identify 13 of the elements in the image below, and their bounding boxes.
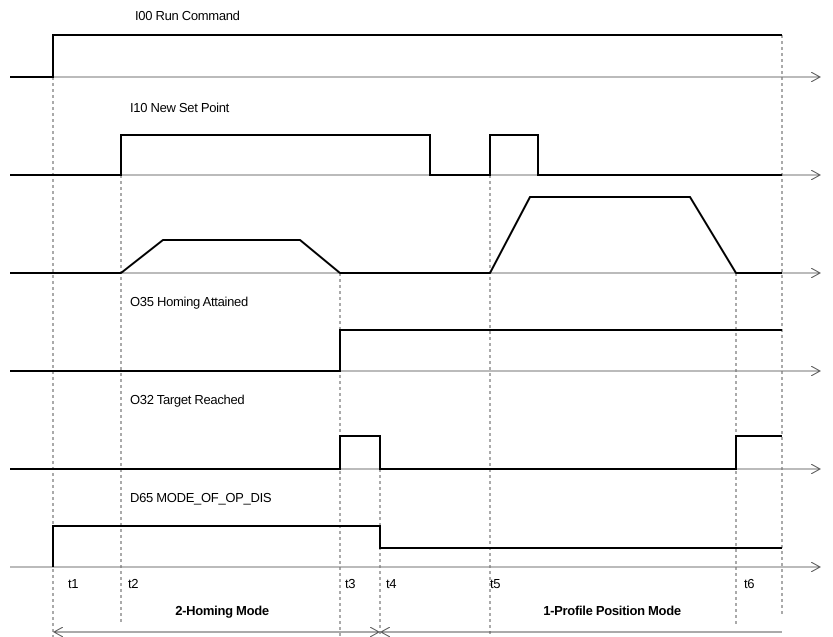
time-label: t3 [345,576,356,592]
signal-name: D65 MODE_OF_OP_DIS [130,490,272,506]
time-label: t6 [744,576,754,592]
time-label: t4 [386,576,396,592]
signal-name: O32 Target Reached [130,392,244,408]
mode-label: 2-Homing Mode [175,603,269,619]
signal-name: O35 Homing Attained [130,294,248,310]
signal-name: I00 Run Command [135,8,240,24]
time-label: t5 [490,576,500,592]
mode-label: 1-Profile Position Mode [543,603,681,619]
signal-name: I10 New Set Point [130,100,229,116]
time-label: t2 [128,576,138,592]
time-label: t1 [68,576,78,592]
